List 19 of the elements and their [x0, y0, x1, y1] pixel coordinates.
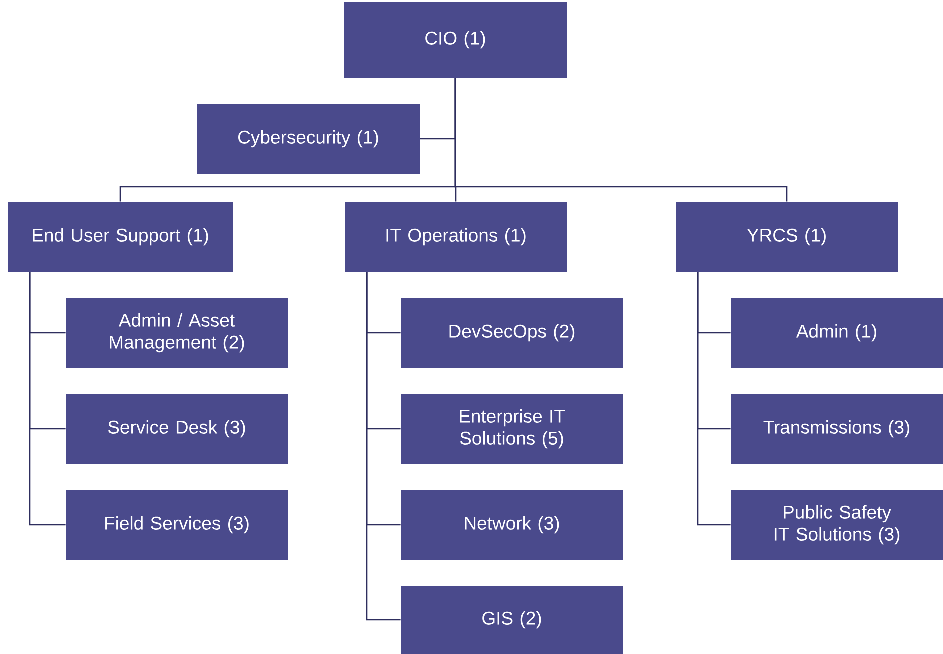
- connector-line: [366, 272, 401, 621]
- connector-line: [29, 272, 66, 526]
- org-box: Enterprise IT Solutions (5): [401, 394, 623, 464]
- org-box: End User Support (1): [8, 202, 233, 272]
- org-box: Transmissions (3): [731, 394, 943, 464]
- org-box: CIO (1): [344, 2, 567, 78]
- org-box: Network (3): [401, 490, 623, 560]
- org-box: IT Operations (1): [345, 202, 567, 272]
- connector-line: [454, 78, 788, 202]
- org-box: Admin (1): [731, 298, 943, 368]
- org-box: Service Desk (3): [66, 394, 288, 464]
- org-box: Field Services (3): [66, 490, 288, 560]
- org-box: Admin / Asset Management (2): [66, 298, 288, 368]
- org-box: GIS (2): [401, 586, 623, 654]
- org-box: DevSecOps (2): [401, 298, 623, 368]
- org-box: YRCS (1): [676, 202, 898, 272]
- org-box: Public Safety IT Solutions (3): [731, 490, 943, 560]
- connector-line: [697, 272, 731, 526]
- org-box: Cybersecurity (1): [197, 104, 420, 174]
